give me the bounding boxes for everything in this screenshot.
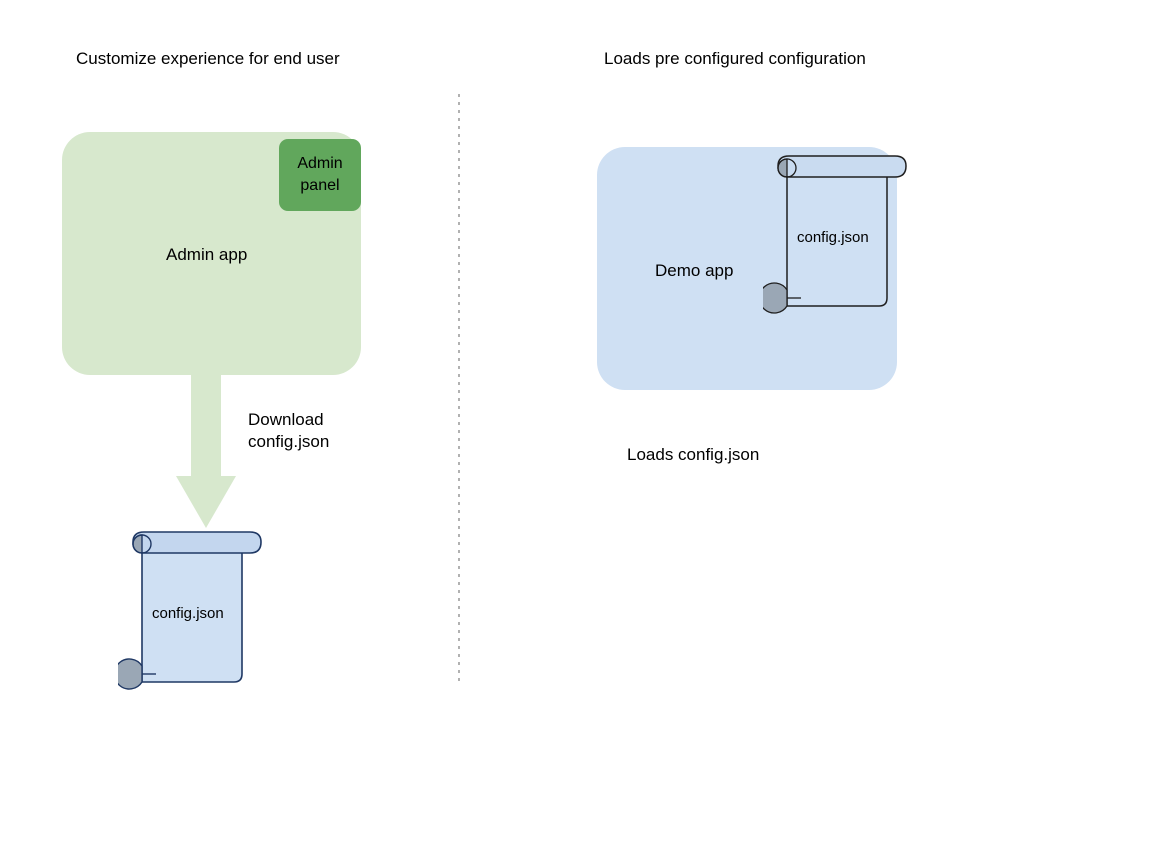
- admin-panel-label-line1: Admin: [297, 155, 343, 172]
- config-json-label-right: config.json: [797, 229, 869, 246]
- loads-config-caption: Loads config.json: [627, 445, 760, 464]
- admin-panel-label-line2: panel: [300, 177, 340, 194]
- down-arrow-icon: [176, 372, 236, 528]
- left-column-title: Customize experience for end user: [76, 49, 340, 68]
- right-column-title: Loads pre configured configuration: [604, 49, 866, 68]
- vertical-dotted-divider: [458, 94, 460, 686]
- demo-app-label: Demo app: [655, 261, 734, 280]
- download-arrow-label-line2: config.json: [248, 432, 330, 451]
- download-arrow-label: Download config.json: [248, 409, 329, 453]
- admin-panel-badge[interactable]: Admin panel: [279, 139, 361, 211]
- config-json-label-left: config.json: [152, 605, 224, 622]
- download-arrow-label-line1: Download: [248, 410, 324, 429]
- admin-panel-label: Admin panel: [297, 153, 342, 197]
- config-json-document-right[interactable]: [763, 150, 913, 315]
- admin-app-label: Admin app: [166, 245, 248, 264]
- config-json-document-left[interactable]: [118, 526, 268, 691]
